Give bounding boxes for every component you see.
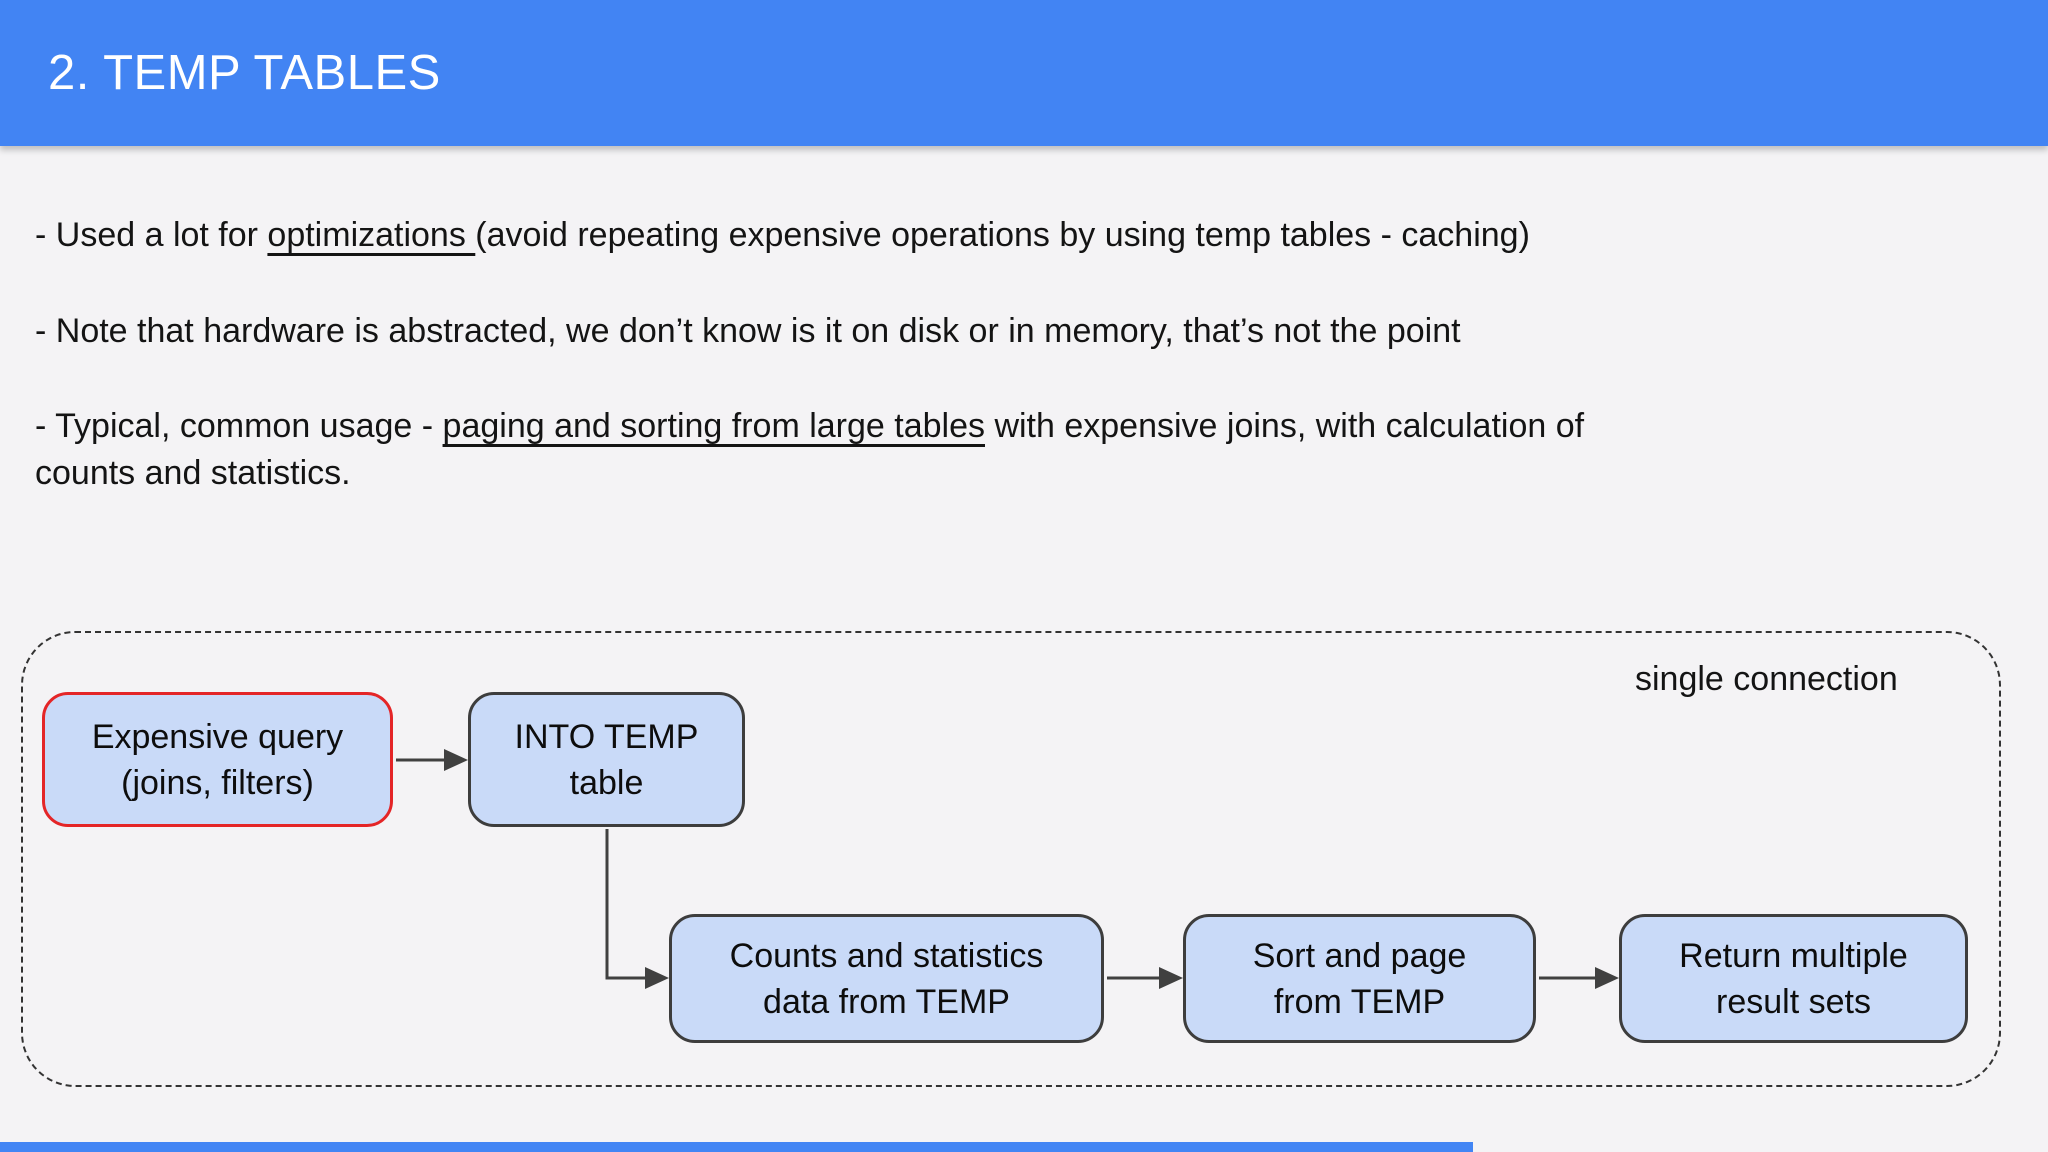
node-label-line2: (joins, filters) [121, 763, 314, 802]
node-expensive-query: Expensive query (joins, filters) [42, 692, 393, 827]
node-return-multiple-result-sets: Return multiple result sets [1619, 914, 1968, 1043]
bullet-text-post: (avoid repeating expensive operations by… [475, 216, 1530, 254]
node-label-line2: table [569, 763, 644, 802]
bullet-text-underlined: optimizations [267, 216, 476, 254]
node-sort-and-page: Sort and page from TEMP [1183, 914, 1536, 1043]
bullet-text-underlined: paging and sorting from large tables [442, 407, 985, 445]
bullet-text-pre: - Used a lot for [35, 216, 268, 254]
node-label-line2: from TEMP [1273, 982, 1446, 1021]
bullet-hardware-abstracted: - Note that hardware is abstracted, we d… [35, 308, 1995, 355]
node-label-line1: Sort and page [1252, 936, 1467, 975]
node-label-line1: Return multiple [1679, 936, 1908, 975]
node-label-line2: result sets [1716, 982, 1871, 1021]
node-counts-and-statistics: Counts and statistics data from TEMP [669, 914, 1104, 1043]
bullet-text-pre: - Note that hardware is abstracted, we d… [35, 312, 1461, 350]
node-label-line1: INTO TEMP [514, 717, 699, 756]
single-connection-label: single connection [1635, 660, 1898, 698]
slide-header: 2. TEMP TABLES [0, 0, 2048, 146]
node-label-line1: Counts and statistics [729, 936, 1044, 975]
node-into-temp-table: INTO TEMP table [468, 692, 745, 827]
slide-title: 2. TEMP TABLES [48, 46, 441, 100]
video-progress-bar[interactable] [0, 1142, 1473, 1152]
bullet-text-post: with expensive joins, with calculation o… [985, 407, 1585, 445]
bullet-text-pre: - Typical, common usage - [35, 407, 443, 445]
bullet-typical-usage: - Typical, common usage - paging and sor… [35, 403, 1995, 497]
bullet-optimizations: - Used a lot for optimizations (avoid re… [35, 212, 1995, 259]
node-label-line1: Expensive query [91, 717, 344, 756]
node-label-line2: data from TEMP [763, 982, 1010, 1021]
bullet-text-line2: counts and statistics. [35, 454, 351, 492]
single-connection-boundary [21, 631, 2001, 1087]
